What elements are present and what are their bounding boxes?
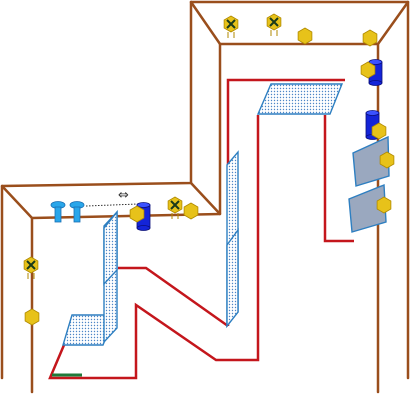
hatched-panel-icon [103,210,118,286]
hex-lamp-icon [379,151,395,169]
hex-lamp-icon [183,202,199,220]
double-arrow-icon: ⇔ [118,188,129,203]
corner-diagonal-top-right [376,0,410,46]
hex-lamp-icon [297,27,313,45]
crossed-lamp-icon [266,13,282,36]
route-right-loop [323,115,354,243]
hex-lamp-icon [24,308,40,326]
door-panel-icon [352,135,390,187]
hex-lamp-icon [376,196,392,214]
nozzle-icon [69,201,85,223]
hex-lamp-icon [362,29,378,47]
hatched-panel-icon [226,227,239,329]
crossed-lamp-icon [23,256,39,279]
nozzle-group [50,201,85,223]
route-zigzag [48,115,260,380]
route-main-path [226,78,345,326]
hex-lamp-icon [360,61,376,79]
hatched-panel-icon [256,83,344,115]
hex-lamp-icon [129,205,145,223]
crossed-lamp-icon [223,15,239,38]
lamps [23,13,395,326]
door-panel-icon [348,183,387,233]
panels [62,83,390,346]
corner-diagonal-top-left [189,0,222,46]
hex-lamp-icon [371,122,387,140]
nozzle-icon [50,201,66,223]
hatched-panel-icon [62,314,117,346]
corner-diagonal-mid [189,181,222,216]
outer-wall-left-corridor [0,0,410,380]
dotted-connector [85,203,139,207]
corner-diagonal-lower [0,184,34,220]
crossed-lamp-icon [167,196,183,219]
inner-wall-corridor [30,42,380,394]
